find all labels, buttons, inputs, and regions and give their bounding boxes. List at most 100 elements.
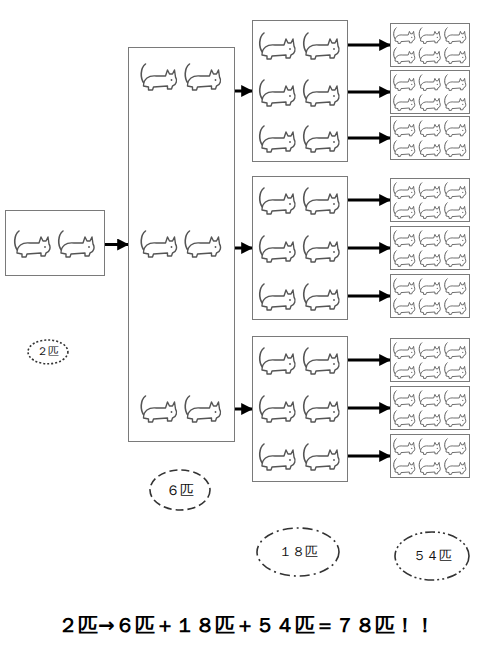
cat-illustration: [394, 141, 415, 157]
cat-illustration: [394, 203, 415, 219]
caption-line: ２匹→６匹＋１８匹＋５４匹＝７８匹！！: [0, 612, 493, 639]
cat-illustration: [445, 279, 466, 295]
cat-box: [252, 336, 348, 482]
cat-illustration: [419, 299, 440, 315]
cat-illustration: [445, 343, 466, 359]
cat-illustration: [394, 299, 415, 315]
arrow-connector: [348, 44, 390, 47]
arrow-connector: [348, 137, 390, 140]
arrow-connector: [348, 407, 390, 410]
cat-illustration: [394, 28, 415, 44]
cat-illustration: [59, 231, 94, 257]
cat-box: [390, 178, 470, 222]
cat-illustration: [304, 33, 339, 59]
cat-illustration: [260, 444, 295, 470]
cat-box: [5, 210, 105, 276]
cat-illustration: [419, 363, 440, 379]
cat-illustration: [394, 343, 415, 359]
cat-illustration: [445, 203, 466, 219]
count-ellipse: ２匹: [26, 338, 70, 366]
arrow-connector: [348, 295, 390, 298]
cat-box: [390, 23, 470, 67]
cat-box: [390, 338, 470, 382]
cat-illustration: [445, 48, 466, 64]
cat-illustration: [445, 75, 466, 91]
cat-illustration: [260, 348, 295, 374]
cat-illustration: [419, 203, 440, 219]
cat-illustration: [445, 231, 466, 247]
cat-box: [390, 386, 470, 430]
cat-illustration: [394, 439, 415, 455]
cat-illustration: [185, 396, 220, 422]
cat-illustration: [419, 279, 440, 295]
ellipse-outline: [257, 528, 339, 576]
cat-illustration: [419, 411, 440, 427]
cat-illustration: [445, 141, 466, 157]
cat-illustration: [419, 231, 440, 247]
arrow-connector: [235, 90, 252, 93]
cat-illustration: [445, 411, 466, 427]
cat-illustration: [304, 396, 339, 422]
cat-illustration: [260, 236, 295, 262]
caption: ２匹→６匹＋１８匹＋５４匹＝７８匹！！: [58, 613, 435, 637]
count-ellipse: ６匹: [148, 468, 212, 512]
cat-box: [390, 70, 470, 114]
ellipse-outline: [28, 340, 68, 364]
cat-box: [128, 47, 235, 442]
cat-illustration: [419, 343, 440, 359]
cat-illustration: [394, 48, 415, 64]
cat-illustration: [394, 95, 415, 111]
arrow-connector: [348, 359, 390, 362]
count-label: ６匹: [166, 482, 194, 499]
cat-illustration: [394, 75, 415, 91]
cat-illustration: [394, 391, 415, 407]
arrow-connector: [348, 91, 390, 94]
ellipse-outline: [150, 470, 210, 510]
cat-illustration: [260, 80, 295, 106]
cat-illustration: [141, 231, 176, 257]
cat-illustration: [445, 28, 466, 44]
cat-illustration: [419, 48, 440, 64]
cat-box: [390, 434, 470, 478]
cat-illustration: [445, 391, 466, 407]
cat-illustration: [419, 391, 440, 407]
cat-illustration: [394, 459, 415, 475]
cat-illustration: [445, 121, 466, 137]
ellipse-outline: [395, 532, 469, 580]
arrow-connector: [348, 455, 390, 458]
cat-illustration: [260, 284, 295, 310]
cat-illustration: [445, 183, 466, 199]
cat-illustration: [419, 183, 440, 199]
arrow-connector: [105, 243, 128, 246]
cat-illustration: [260, 126, 295, 152]
cat-illustration: [304, 188, 339, 214]
cat-illustration: [419, 459, 440, 475]
cat-illustration: [304, 80, 339, 106]
cat-illustration: [185, 64, 220, 90]
cat-illustration: [141, 64, 176, 90]
cat-illustration: [394, 279, 415, 295]
cat-illustration: [260, 33, 295, 59]
cat-illustration: [260, 188, 295, 214]
arrow-connector: [235, 247, 252, 250]
cat-illustration: [394, 183, 415, 199]
cat-illustration: [445, 299, 466, 315]
cat-box: [252, 20, 348, 162]
arrow-connector: [235, 408, 252, 411]
cat-box: [390, 274, 470, 318]
cat-illustration: [394, 411, 415, 427]
cat-box: [390, 226, 470, 270]
cat-illustration: [304, 236, 339, 262]
arrow-connector: [348, 247, 390, 250]
cat-illustration: [394, 121, 415, 137]
cat-box: [252, 176, 348, 320]
cat-illustration: [419, 28, 440, 44]
cat-illustration: [394, 363, 415, 379]
count-label: １８匹: [279, 544, 318, 560]
cat-illustration: [304, 126, 339, 152]
arrow-connector: [348, 199, 390, 202]
cat-illustration: [445, 459, 466, 475]
cat-illustration: [445, 439, 466, 455]
cat-illustration: [419, 439, 440, 455]
